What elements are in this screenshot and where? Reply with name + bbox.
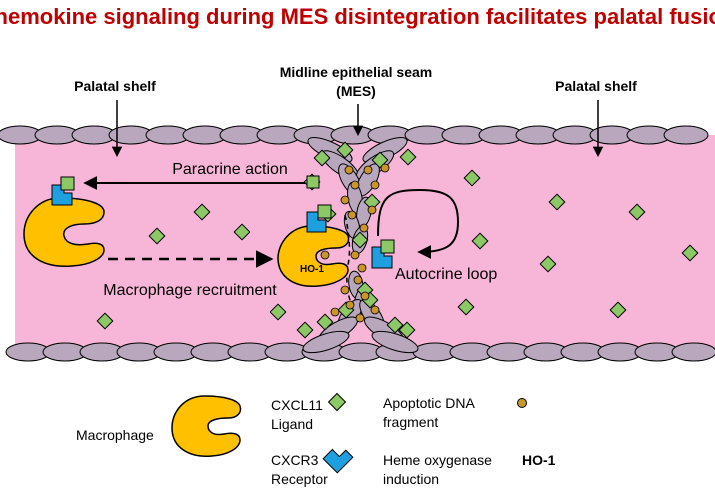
apoptotic-dna-fragment-icon xyxy=(370,180,380,190)
cxcl11-ligand-icon xyxy=(313,149,331,167)
apoptotic-dna-fragment-icon xyxy=(367,205,377,215)
mes-cell xyxy=(371,330,419,354)
cxcl11-ligand-icon xyxy=(148,227,166,245)
legend-macrophage-icon xyxy=(171,395,242,457)
cxcl11-ligand-icon xyxy=(681,244,699,262)
legend-apoptotic-line1: Apoptotic DNA xyxy=(383,395,475,411)
macrophage-left xyxy=(23,197,105,267)
cxcl11-ligand-icon xyxy=(336,141,354,159)
bound-ligand-left-icon xyxy=(60,176,75,191)
cxcl11-ligand-icon xyxy=(463,169,481,187)
cxcl11-ligand-icon xyxy=(539,255,557,273)
apoptotic-dna-fragment-icon xyxy=(320,250,330,260)
cxcl11-ligand-icon xyxy=(363,193,381,211)
legend-dna-icon xyxy=(517,398,527,408)
apoptotic-dna-fragment-icon xyxy=(340,195,350,205)
legend-apoptotic-line2: fragment xyxy=(383,414,438,430)
top-epithelium xyxy=(0,125,709,145)
apoptotic-dna-fragment-icon xyxy=(355,313,365,323)
mes-label-line2: (MES) xyxy=(336,83,376,99)
legend: Macrophage CXCL11 Ligand CXCR3 Receptor … xyxy=(76,392,556,487)
epithelial-cell xyxy=(663,125,709,145)
apoptotic-dna-fragment-icon xyxy=(360,291,370,301)
palatal-shelf-right-label: Palatal shelf xyxy=(555,78,637,94)
epithelial-cell xyxy=(671,342,715,362)
apoptotic-dna-fragment-icon xyxy=(350,250,360,260)
apoptotic-dna-fragment-icon xyxy=(347,210,357,220)
apoptotic-dna-fragment-icon xyxy=(380,163,390,173)
cxcl11-ligand-icon xyxy=(296,321,314,339)
apoptotic-dna-fragment-icon xyxy=(357,263,367,273)
legend-heme-line1: Heme oxygenase xyxy=(383,452,492,468)
cxcl11-ligand-icon xyxy=(351,231,369,249)
mes-label-line1: Midline epithelial seam xyxy=(280,64,433,80)
bottom-epithelium xyxy=(5,342,715,362)
apoptotic-dna-fragment-icon xyxy=(350,180,360,190)
mes-cell xyxy=(302,330,350,354)
paracrine-ligand-icon xyxy=(306,175,320,189)
legend-cxcr3-line2: Receptor xyxy=(271,471,328,487)
legend-receptor-icon xyxy=(322,448,354,474)
apoptotic-dna-fragment-icon xyxy=(363,165,373,175)
bound-ligand-autocrine-icon xyxy=(380,239,395,254)
cxcl11-ligand-icon xyxy=(628,203,646,221)
cxcl11-ligand-icon xyxy=(233,223,251,241)
cxcl11-ligand-icon xyxy=(386,316,404,334)
cxcl11-ligand-icon xyxy=(316,313,334,331)
apoptotic-dna-fragment-icon xyxy=(359,223,369,233)
cxcl11-ligand-icon xyxy=(399,148,417,166)
palatal-shelf-left-label: Palatal shelf xyxy=(74,78,156,94)
paracrine-label: Paracrine action xyxy=(172,161,288,178)
cxcl11-ligand-icon xyxy=(471,232,489,250)
cxcl11-ligand-icon xyxy=(548,193,566,211)
cxcl11-ligand-icon xyxy=(609,301,627,319)
cxcl11-ligands xyxy=(96,141,699,339)
cxcl11-ligand-icon xyxy=(457,298,475,316)
legend-cxcl11-line2: Ligand xyxy=(271,416,313,432)
cxcl11-ligand-icon xyxy=(269,303,287,321)
legend-ligand-icon xyxy=(327,392,347,412)
autocrine-loop-arrow xyxy=(377,188,460,259)
recruitment-label: Macrophage recruitment xyxy=(103,282,277,299)
apoptotic-dna-fragment-icon xyxy=(340,285,350,295)
cxcl11-ligand-icon xyxy=(398,321,416,339)
legend-macrophage-label: Macrophage xyxy=(76,427,154,443)
legend-heme-line2: induction xyxy=(383,471,439,487)
mes-epithelial-cells xyxy=(302,137,419,354)
cxcl11-ligand-icon xyxy=(193,203,211,221)
cxcl11-ligand-icon xyxy=(96,312,114,330)
apoptotic-dna-fragment-icon xyxy=(344,165,354,175)
apoptotic-dna-fragment-icon xyxy=(345,300,355,310)
legend-cxcr3-line1: CXCR3 xyxy=(271,452,319,468)
legend-ho1-label: HO-1 xyxy=(522,452,556,468)
autocrine-label: Autocrine loop xyxy=(395,266,497,283)
figure-title: Chemokine signaling during MES disintegr… xyxy=(0,4,715,29)
apoptotic-dna-fragment-icon xyxy=(330,307,340,317)
ho1-on-macrophage: HO-1 xyxy=(300,264,324,275)
legend-cxcl11-line1: CXCL11 xyxy=(271,397,323,413)
apoptotic-dna-fragment-icon xyxy=(353,275,363,285)
macrophage-recruited xyxy=(277,225,350,287)
bound-ligand-recruited-icon xyxy=(317,204,332,219)
apoptotic-dna-fragment-icon xyxy=(370,305,380,315)
